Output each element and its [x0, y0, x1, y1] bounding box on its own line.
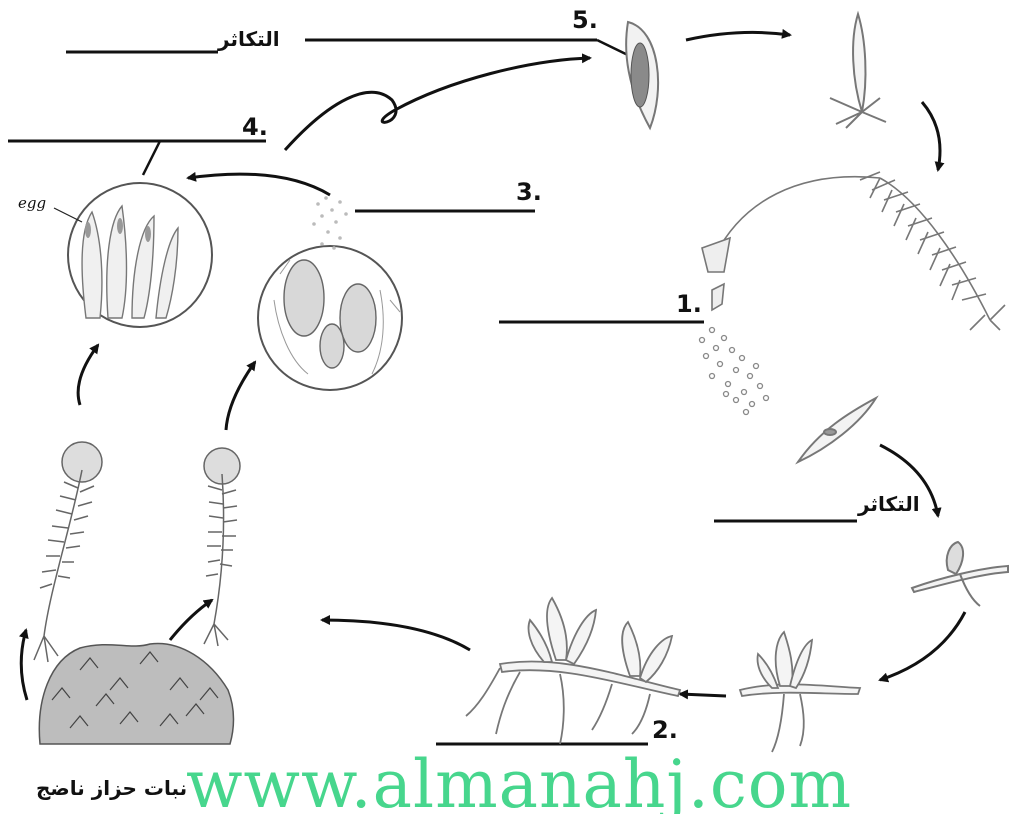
arrow-female-up: [78, 345, 98, 405]
released-spores: [700, 328, 769, 415]
moss-clump: [39, 643, 233, 744]
label-step-5: 5.: [572, 8, 598, 32]
branching-gametophores: [466, 598, 680, 744]
label-step-4: 4.: [242, 115, 268, 139]
arrow-to-mature-plant: [322, 620, 470, 650]
cycle-arrows: [21, 32, 965, 700]
young-sporophyte: [830, 14, 886, 128]
sperm-cloud: [312, 196, 348, 250]
male-moss-plant: [204, 448, 240, 646]
label-mature-moss-plant: نبات حزاز ناضج: [36, 778, 187, 798]
antheridium-magnified: [258, 246, 402, 390]
arrow-gametophore-left: [680, 694, 726, 696]
label-reproduction-right: التكاثر: [858, 494, 920, 514]
arrow-zygote-to-young-sporophyte: [686, 32, 790, 40]
arrow-sperm-to-archegonium: [188, 174, 330, 195]
protonema-bud: [912, 542, 1008, 606]
arrow-clump-to-male: [170, 600, 212, 640]
label-step-1: 1.: [676, 292, 702, 316]
young-gametophore: [740, 632, 860, 752]
arrow-protonema-bud: [880, 612, 965, 680]
leader-step-4: [143, 141, 160, 175]
watermark: www.almanahj.com: [186, 752, 852, 814]
zygote-cell: [626, 22, 658, 128]
label-egg: egg: [18, 196, 46, 211]
mature-sporophyte: [702, 172, 1005, 330]
label-step-2: 2.: [652, 718, 678, 742]
arrow-to-mature-sporophyte: [922, 102, 940, 170]
label-reproduction-top: التكاثر: [218, 29, 280, 49]
label-step-3: 3.: [516, 180, 542, 204]
arrow-clump-to-female: [21, 630, 27, 700]
female-moss-plant: [34, 442, 102, 662]
arrow-wavy-fertilization: [285, 58, 590, 150]
germinating-spore: [798, 398, 876, 462]
archegonium-magnified: [54, 183, 212, 327]
arrow-male-up: [226, 362, 255, 430]
answer-blanks: [8, 40, 857, 744]
